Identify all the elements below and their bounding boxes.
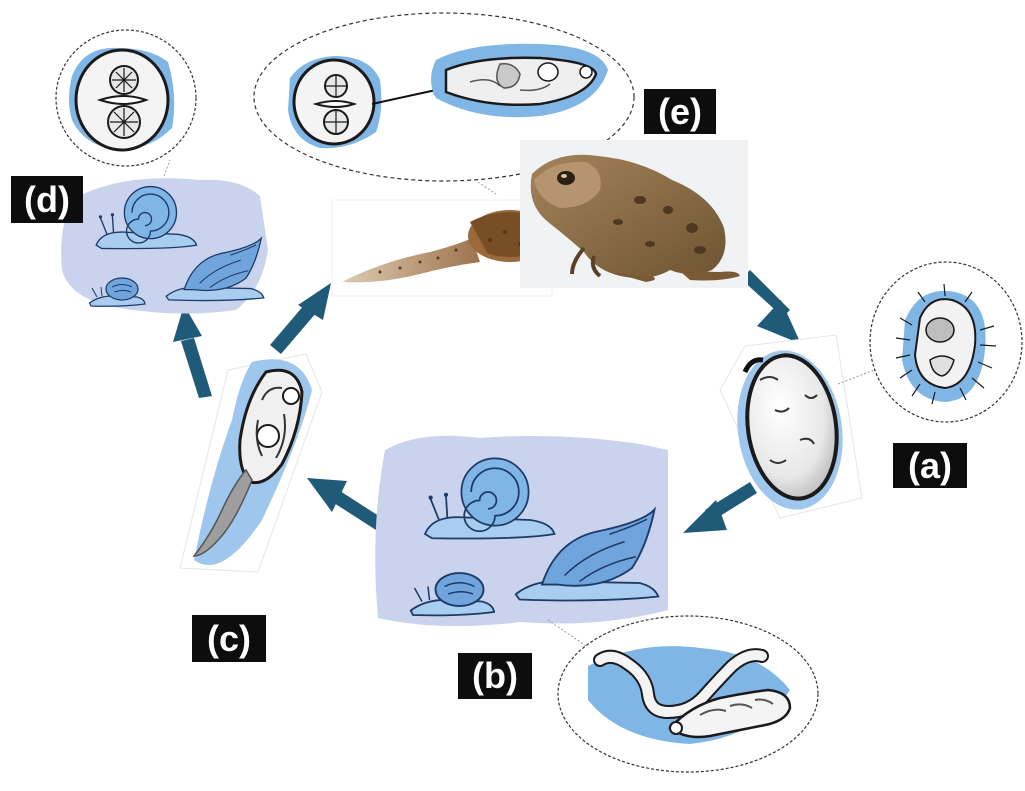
stage-label-e: (e): [644, 89, 716, 134]
frog-stage: [520, 140, 748, 288]
miracidium-inset: [870, 262, 1022, 422]
arrow-egg-to-snail: [683, 482, 757, 533]
stage-label-a: (a): [893, 443, 967, 488]
arrow-frog-to-egg: [741, 270, 801, 344]
arrow-cercaria-to-tadpole: [270, 283, 331, 354]
stage-label-b: (b): [458, 653, 532, 699]
snail-host-stage: [375, 436, 668, 650]
second-snail-host-stage: [61, 160, 268, 314]
tadpole-stage: [332, 182, 552, 296]
redia-inset: [558, 616, 818, 772]
arrow-cercaria-to-snail: [173, 305, 212, 398]
arrow-snail-to-cercaria: [307, 478, 382, 530]
stage-label-d: (d): [11, 176, 83, 223]
stage-label-c: (c): [192, 615, 266, 662]
metacercaria-inset: [56, 30, 196, 166]
